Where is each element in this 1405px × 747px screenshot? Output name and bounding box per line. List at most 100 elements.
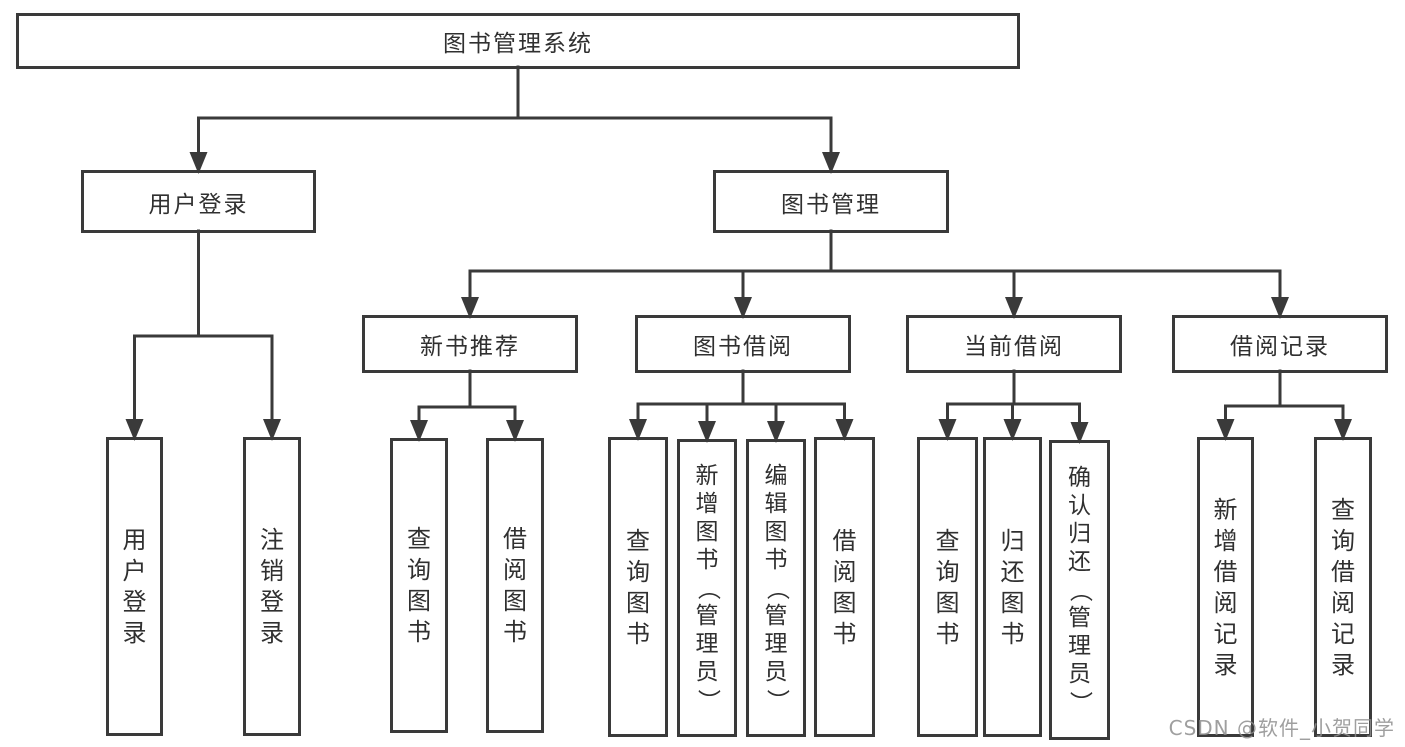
node-char: 图: [935, 588, 960, 617]
connector-path: [468, 229, 1282, 301]
node-label: 借阅图书: [503, 527, 527, 644]
node-char: 管: [695, 602, 719, 629]
connector-path: [636, 369, 846, 425]
node-char: ）: [694, 688, 721, 712]
diagram-node-leaf-add-borrow-record: 新增借阅记录: [1197, 437, 1254, 737]
node-label: 查询借阅记录: [1331, 498, 1355, 677]
connector-path: [133, 229, 274, 423]
node-label: 新增图书（管理员）: [694, 464, 721, 712]
node-label: 新书推荐: [420, 334, 520, 360]
node-char: 理: [764, 630, 788, 657]
diagram-node-leaf-borrow-book-new: 借阅图书: [486, 438, 544, 733]
node-char: 书: [407, 618, 431, 646]
node-char: 归: [1068, 520, 1091, 547]
node-char: 记: [1331, 619, 1355, 648]
node-char: 阅: [832, 557, 857, 586]
diagram-node-leaf-query-borrow-record: 查询借阅记录: [1314, 437, 1372, 737]
node-label: 注销登录: [260, 528, 284, 645]
node-char: （: [763, 576, 790, 600]
node-char: 书: [935, 619, 960, 648]
node-char: 图: [695, 518, 719, 545]
node-char: 记: [1213, 619, 1238, 648]
node-char: 借: [503, 525, 527, 553]
node-label: 查询图书: [626, 529, 650, 646]
node-char: 图: [1000, 588, 1025, 617]
node-char: 图: [832, 588, 857, 617]
node-label: 查询图书: [407, 527, 431, 644]
node-char: ）: [763, 688, 790, 712]
node-char: 编: [764, 462, 788, 489]
node-char: 辑: [764, 490, 788, 517]
diagram-node-new-book-rec: 新书推荐: [362, 315, 578, 373]
node-char: 借: [832, 526, 857, 555]
node-char: 询: [1331, 526, 1355, 555]
diagram-node-leaf-logout: 注销登录: [243, 437, 301, 736]
diagram-node-book-borrow: 图书借阅: [635, 315, 851, 373]
diagram-node-leaf-confirm-return-admin: 确认归还（管理员）: [1049, 440, 1110, 740]
node-char: 书: [764, 546, 788, 573]
node-char: 增: [695, 490, 719, 517]
node-char: 阅: [1213, 588, 1238, 617]
node-char: 查: [626, 526, 650, 555]
node-label: 图书管理系统: [443, 31, 593, 57]
diagram-node-leaf-query-book-current: 查询图书: [917, 437, 978, 737]
node-char: 录: [260, 619, 284, 647]
node-label: 确认归还（管理员）: [1067, 464, 1093, 714]
node-label: 图书管理: [781, 191, 881, 218]
node-char: 管: [764, 602, 788, 629]
node-char: 书: [695, 546, 719, 573]
node-char: （: [1067, 578, 1093, 602]
node-char: 图: [764, 518, 788, 545]
diagram-node-leaf-user-login: 用户登录: [106, 437, 163, 736]
node-label: 当前借阅: [964, 334, 1064, 360]
node-char: 归: [1000, 526, 1025, 555]
node-char: 图: [407, 587, 431, 615]
node-char: 销: [260, 557, 284, 585]
node-char: 阅: [503, 556, 527, 584]
node-char: 借: [1331, 557, 1355, 586]
node-char: 询: [935, 557, 960, 586]
node-label: 借阅图书: [833, 529, 857, 646]
node-char: 确: [1068, 464, 1091, 491]
node-char: 借: [1213, 557, 1238, 586]
node-label: 用户登录: [148, 191, 249, 218]
node-char: 新: [1213, 495, 1238, 524]
node-char: 询: [407, 556, 431, 584]
diagram-node-leaf-add-book-admin: 新增图书（管理员）: [677, 439, 737, 737]
node-char: 书: [626, 619, 650, 648]
diagram-node-leaf-query-book-borrow: 查询图书: [608, 437, 668, 737]
node-char: 登: [122, 588, 147, 616]
node-char: 还: [1068, 548, 1091, 575]
node-char: 员: [764, 658, 788, 685]
node-char: 书: [832, 619, 857, 648]
diagram-node-book-mgmt: 图书管理: [713, 170, 949, 233]
node-char: 查: [407, 525, 431, 553]
node-char: 户: [122, 557, 147, 585]
diagram-node-leaf-borrow-book-borrow: 借阅图书: [814, 437, 875, 737]
diagram-node-root: 图书管理系统: [16, 13, 1020, 69]
node-char: 还: [1000, 557, 1025, 586]
node-label: 归还图书: [1001, 529, 1025, 646]
node-char: 增: [1213, 526, 1238, 555]
node-char: 查: [935, 526, 960, 555]
diagram-node-leaf-query-book-new: 查询图书: [390, 438, 448, 733]
connector-path: [1224, 369, 1345, 423]
node-label: 查询图书: [936, 529, 960, 646]
diagram-node-leaf-return-book: 归还图书: [983, 437, 1042, 737]
connector-path: [197, 65, 833, 156]
node-char: 书: [503, 618, 527, 646]
node-char: 图: [626, 588, 650, 617]
node-char: 查: [1331, 495, 1355, 524]
node-char: 注: [260, 526, 284, 554]
node-char: （: [694, 576, 721, 600]
node-char: 员: [695, 658, 719, 685]
diagram-node-borrow-records: 借阅记录: [1172, 315, 1388, 373]
diagram-node-user-login-group: 用户登录: [81, 170, 316, 233]
node-char: 图: [503, 587, 527, 615]
node-label: 新增借阅记录: [1214, 498, 1238, 677]
node-char: 录: [122, 619, 147, 647]
node-char: 管: [1068, 604, 1091, 631]
node-char: 理: [1068, 632, 1091, 659]
node-char: 理: [695, 630, 719, 657]
